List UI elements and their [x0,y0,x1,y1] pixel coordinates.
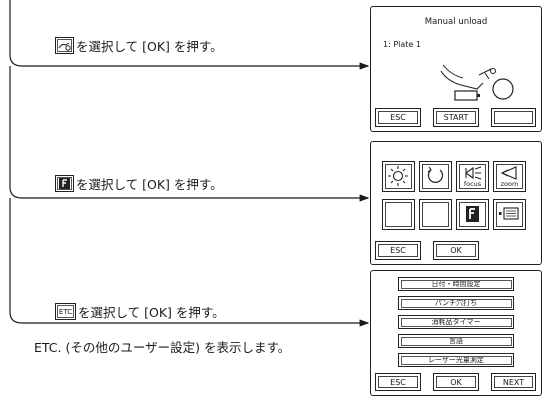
etc-icon: ETC [55,303,76,320]
menu-item-laser-measure[interactable]: レーザー光量測定 [398,353,514,367]
etc-settings-panel: 日付・時間設定 パンチ穴打ち 消耗品タイマー 言語 レーザー光量測定 ESC O… [370,270,542,396]
etc-description: ETC. (その他のユーザー設定) を表示します。 [34,340,291,355]
menu-item-consumable-timer[interactable]: 消耗品タイマー [398,315,514,329]
blank-button[interactable] [491,108,536,127]
focus-icon[interactable]: focus [456,161,489,192]
brightness-icon[interactable] [382,161,415,192]
step-1-text: を選択して [OK] を押す。 [76,39,223,54]
flow-line-2 [9,66,370,202]
etc-icon[interactable] [493,199,526,230]
zoom-label: zoom [500,180,519,188]
focus-label: focus [463,180,482,188]
esc-button[interactable]: ESC [375,241,421,260]
unload-illustration [440,64,514,101]
etc-icon-label: ETC [58,307,73,316]
ok-button[interactable]: OK [433,241,479,260]
f-mode-icon[interactable] [456,199,489,230]
f-mode-icon [55,175,74,192]
zoom-icon[interactable]: zoom [493,161,526,192]
start-button[interactable]: START [433,108,479,127]
step-1: を選択して [OK] を押す。 [55,36,223,55]
menu-item-language[interactable]: 言語 [398,334,514,348]
panel-title: Manual unload [424,17,488,27]
rotate-icon[interactable] [419,161,452,192]
flow-line-1 [9,0,370,70]
step-2-text: を選択して [OK] を押す。 [76,177,223,192]
blank-tile-1[interactable] [382,199,415,230]
plate-label: 1: Plate 1 [383,40,421,49]
ok-button[interactable]: OK [433,373,479,391]
blank-tile-2[interactable] [419,199,452,230]
manual-unload-panel: Manual unload 1: Plate 1 ESC START [370,6,542,132]
icon-menu-panel: focus zoom ESC OK [370,141,542,265]
menu-item-date-time[interactable]: 日付・時間設定 [398,277,514,291]
esc-button[interactable]: ESC [375,108,421,127]
menu-item-punch[interactable]: パンチ穴打ち [398,296,514,310]
step-3: ETC を選択して [OK] を押す。 [55,302,225,321]
next-button[interactable]: NEXT [491,373,536,391]
unload-icon [55,37,74,54]
flow-line-3 [9,198,370,327]
step-2: を選択して [OK] を押す。 [55,174,223,193]
esc-button[interactable]: ESC [375,373,421,391]
step-3-text: を選択して [OK] を押す。 [78,305,225,320]
